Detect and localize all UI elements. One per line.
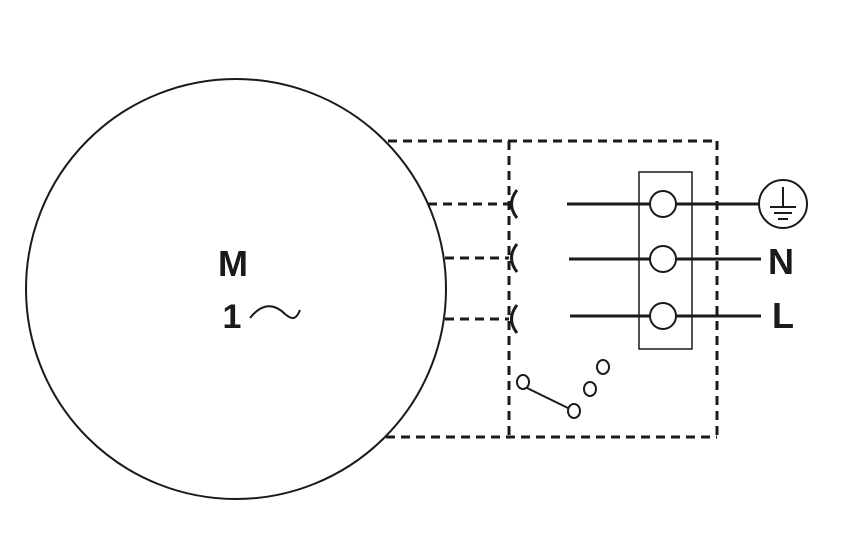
terminal-screws: [649, 190, 677, 330]
neutral-label: N: [768, 241, 794, 282]
earth-ground-icon: [758, 179, 808, 229]
switch-common-contact: [516, 374, 530, 390]
ac-tilde-symbol: [249, 305, 301, 320]
terminal-screw-earth: [649, 190, 677, 218]
supply-wires: [567, 202, 761, 318]
motor-label: M: [218, 243, 248, 284]
switch-contact-1: [567, 403, 581, 419]
motor-phase-label: 1: [223, 298, 242, 336]
line-label: L: [772, 295, 794, 336]
motor-housing: [25, 78, 447, 500]
connector-brackets: [510, 189, 519, 334]
terminal-box-dashed-outline: [386, 139, 719, 439]
motor-leads-dashed: [428, 202, 509, 321]
speed-selector-switch: [516, 359, 610, 419]
terminal-screw-neutral: [649, 245, 677, 273]
terminal-screw-line: [649, 302, 677, 330]
switch-contact-2: [583, 381, 597, 397]
switch-contact-3: [596, 359, 610, 375]
